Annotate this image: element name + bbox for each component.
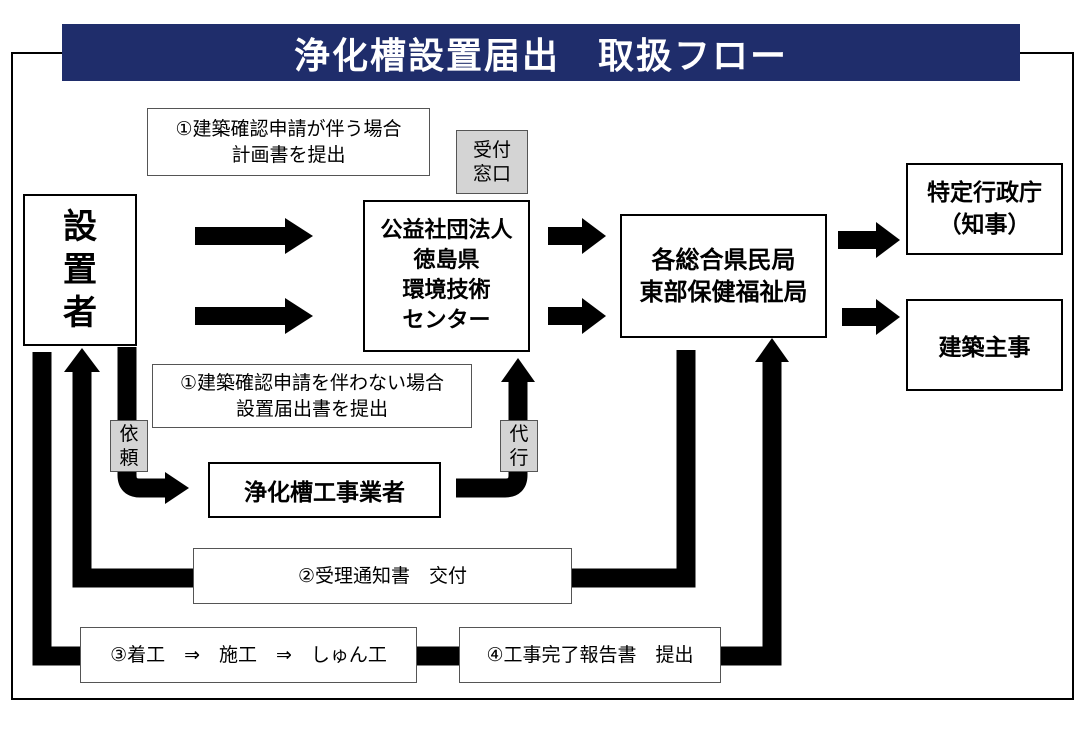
notice-line-right bbox=[572, 350, 696, 588]
note-completion-report: ④工事完了報告書 提出 bbox=[459, 627, 721, 683]
construct-line-left bbox=[32, 352, 82, 666]
arrow-head-to-settler bbox=[64, 348, 100, 372]
settler-box: 設 置 者 bbox=[23, 194, 137, 346]
notice-line-left bbox=[72, 370, 193, 588]
center-box: 公益社団法人 徳島県 環境技術 センター bbox=[363, 200, 530, 352]
contractor-box: 浄化槽工事業者 bbox=[208, 462, 441, 518]
arrow-settler-to-center-top bbox=[195, 218, 313, 254]
request-tag: 依 頼 bbox=[110, 420, 148, 472]
page-title: 浄化槽設置届出 取扱フロー bbox=[62, 24, 1020, 81]
reception-window-tag: 受付 窓口 bbox=[456, 130, 528, 194]
arrow-head-to-center bbox=[501, 358, 535, 382]
arrow-head-to-contractor bbox=[165, 472, 189, 504]
report-line-right bbox=[720, 360, 782, 666]
building-official-box: 建築主事 bbox=[906, 299, 1063, 391]
arrow-bureau-to-gov bbox=[838, 222, 900, 258]
proxy-tag: 代 行 bbox=[500, 420, 538, 472]
note-construction: ③着工 ⇒ 施工 ⇒ しゅん工 bbox=[80, 627, 417, 683]
note-with-building-confirmation: ①建築確認申請が伴う場合 計画書を提出 bbox=[147, 108, 430, 176]
arrow-head-to-bureau bbox=[755, 338, 789, 362]
request-line bbox=[117, 347, 165, 498]
bureau-box: 各総合県民局 東部保健福祉局 bbox=[620, 214, 827, 338]
arrow-center-to-bureau-top bbox=[548, 218, 606, 254]
note-without-building-confirmation: ①建築確認申請を伴わない場合 設置届出書を提出 bbox=[152, 364, 472, 428]
arrow-bureau-to-kenchiku bbox=[842, 299, 900, 335]
arrow-settler-to-center-bottom bbox=[195, 298, 313, 334]
note-acceptance-notice: ②受理通知書 交付 bbox=[193, 548, 572, 604]
arrow-center-to-bureau-bottom bbox=[548, 298, 606, 334]
proxy-line bbox=[456, 380, 528, 498]
designated-administrative-agency-box: 特定行政庁 （知事） bbox=[906, 163, 1063, 255]
